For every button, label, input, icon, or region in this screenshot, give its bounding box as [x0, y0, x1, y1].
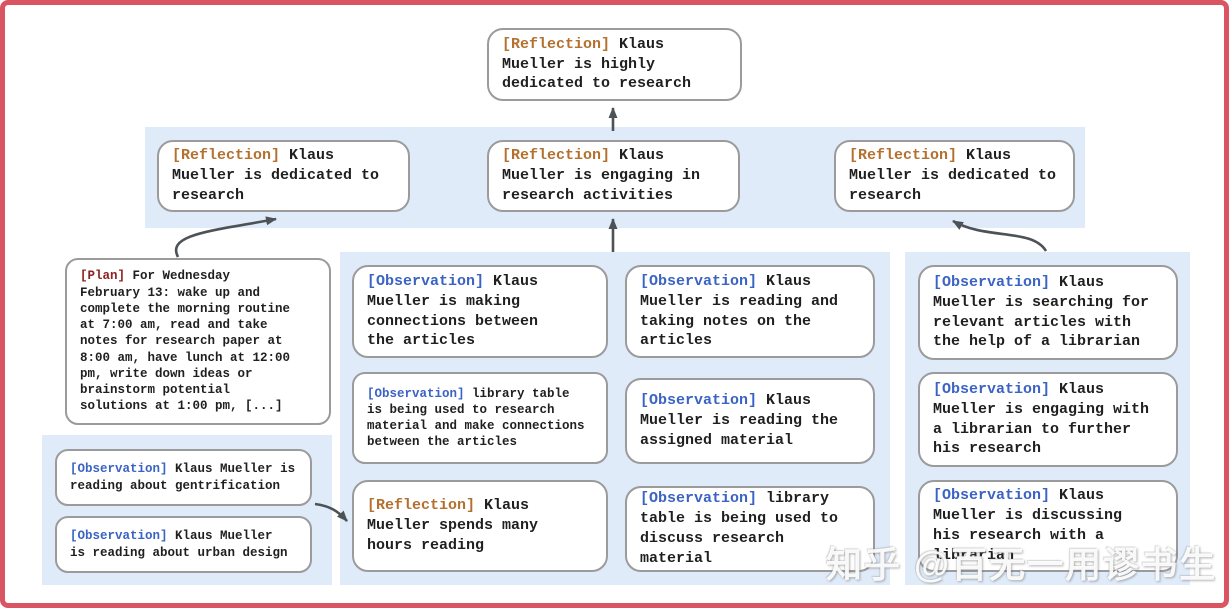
- node-text: Klaus Mueller is dedicated to research: [172, 147, 380, 204]
- node-text: Klaus Mueller is reading about urban des…: [70, 529, 288, 560]
- node-obs-connections: [Observation] Klaus Mueller is making co…: [352, 265, 608, 358]
- node-text: Klaus Mueller is reading the assigned ma…: [640, 392, 839, 449]
- node-text: library table is being used to discuss r…: [640, 490, 839, 567]
- node-obs-library-table-discuss: [Observation] library table is being use…: [625, 486, 875, 572]
- plan-tag: [Plan]: [80, 269, 126, 284]
- observation-tag: [Observation]: [70, 529, 168, 544]
- reflection-tag: [Reflection]: [849, 147, 958, 165]
- node-plan: [Plan] For Wednesday February 13: wake u…: [65, 258, 331, 425]
- reflection-tag: [Reflection]: [502, 35, 611, 53]
- watermark: 知乎 @百无一用谬书生: [826, 544, 1218, 585]
- reflection-tag: [Reflection]: [367, 497, 476, 515]
- node-reflection-left: [Reflection] Klaus Mueller is dedicated …: [157, 140, 410, 212]
- node-obs-engaging-librarian: [Observation] Klaus Mueller is engaging …: [918, 372, 1178, 467]
- node-obs-taking-notes: [Observation] Klaus Mueller is reading a…: [625, 265, 875, 358]
- observation-tag: [Observation]: [367, 272, 485, 290]
- node-obs-discussing-research: [Observation] Klaus Mueller is discussin…: [918, 480, 1178, 572]
- node-obs-library-table-research: [Observation] library table is being use…: [352, 372, 608, 464]
- node-text: Klaus Mueller is discussing his research…: [933, 487, 1123, 564]
- node-obs-gentrification: [Observation] Klaus Mueller is reading a…: [55, 449, 312, 506]
- node-obs-assigned-material: [Observation] Klaus Mueller is reading t…: [625, 378, 875, 464]
- node-reflection-right: [Reflection] Klaus Mueller is dedicated …: [834, 140, 1075, 212]
- node-text: Klaus Mueller is engaging with a librari…: [933, 380, 1150, 458]
- node-obs-searching-articles: [Observation] Klaus Mueller is searching…: [918, 265, 1178, 360]
- observation-tag: [Observation]: [640, 272, 758, 290]
- reflection-tag: [Reflection]: [502, 147, 611, 165]
- observation-tag: [Observation]: [933, 380, 1051, 398]
- observation-tag: [Observation]: [640, 392, 758, 410]
- node-text: Klaus Mueller is searching for relevant …: [933, 273, 1150, 351]
- reflection-tag: [Reflection]: [172, 147, 281, 165]
- node-root-reflection: [Reflection] Klaus Mueller is highly ded…: [487, 28, 742, 101]
- node-text: Klaus Mueller is making connections betw…: [367, 272, 539, 350]
- node-text: Klaus Mueller is highly dedicated to res…: [502, 35, 692, 93]
- node-text: Klaus Mueller is reading about gentrific…: [70, 462, 296, 493]
- node-reflection-hours-reading: [Reflection] Klaus Mueller spends many h…: [352, 480, 608, 572]
- node-text: Klaus Mueller is engaging in research ac…: [502, 147, 701, 204]
- observation-tag: [Observation]: [367, 386, 465, 401]
- node-text: Klaus Mueller is reading and taking note…: [640, 272, 839, 350]
- node-obs-urban-design: [Observation] Klaus Mueller is reading a…: [55, 516, 312, 573]
- node-reflection-center: [Reflection] Klaus Mueller is engaging i…: [487, 140, 740, 212]
- node-text: For Wednesday February 13: wake up and c…: [80, 269, 291, 414]
- observation-tag: [Observation]: [70, 462, 168, 477]
- node-text: Klaus Mueller spends many hours reading: [367, 497, 539, 554]
- observation-tag: [Observation]: [933, 273, 1051, 291]
- node-text: library table is being used to research …: [367, 386, 585, 450]
- observation-tag: [Observation]: [640, 490, 758, 508]
- node-text: Klaus Mueller is dedicated to research: [849, 147, 1057, 204]
- observation-tag: [Observation]: [933, 487, 1051, 505]
